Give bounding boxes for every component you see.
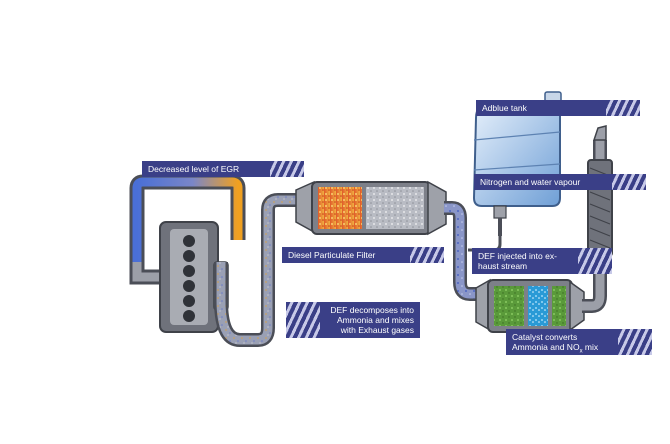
label-diesel-particulate-filter: Diesel Particulate Filter: [282, 247, 444, 263]
label-decreased-egr: Decreased level of EGR: [142, 161, 304, 177]
label-nitrogen-water-vapour: Nitrogen and water vapour: [474, 174, 646, 190]
exhaust-pipe-engine: [214, 193, 300, 347]
engine-cylinders: [183, 235, 195, 322]
exhaust-pipe-dpf-to-scr: [444, 201, 478, 301]
diesel-particulate-filter: [295, 180, 447, 236]
engine-block: [159, 221, 229, 333]
tailpipe: [582, 125, 613, 313]
egr-loop: [129, 174, 246, 285]
label-adblue-tank: Adblue tank: [476, 100, 640, 116]
label-def-decomposes: DEF decomposes into Ammonia and mixes wi…: [286, 302, 420, 338]
label-def-injected: DEF injected into ex- haust stream: [472, 248, 612, 274]
label-catalyst-converts: Catalyst converts Ammonia and NOx mix: [506, 329, 652, 355]
scr-catalyst: [475, 278, 585, 333]
